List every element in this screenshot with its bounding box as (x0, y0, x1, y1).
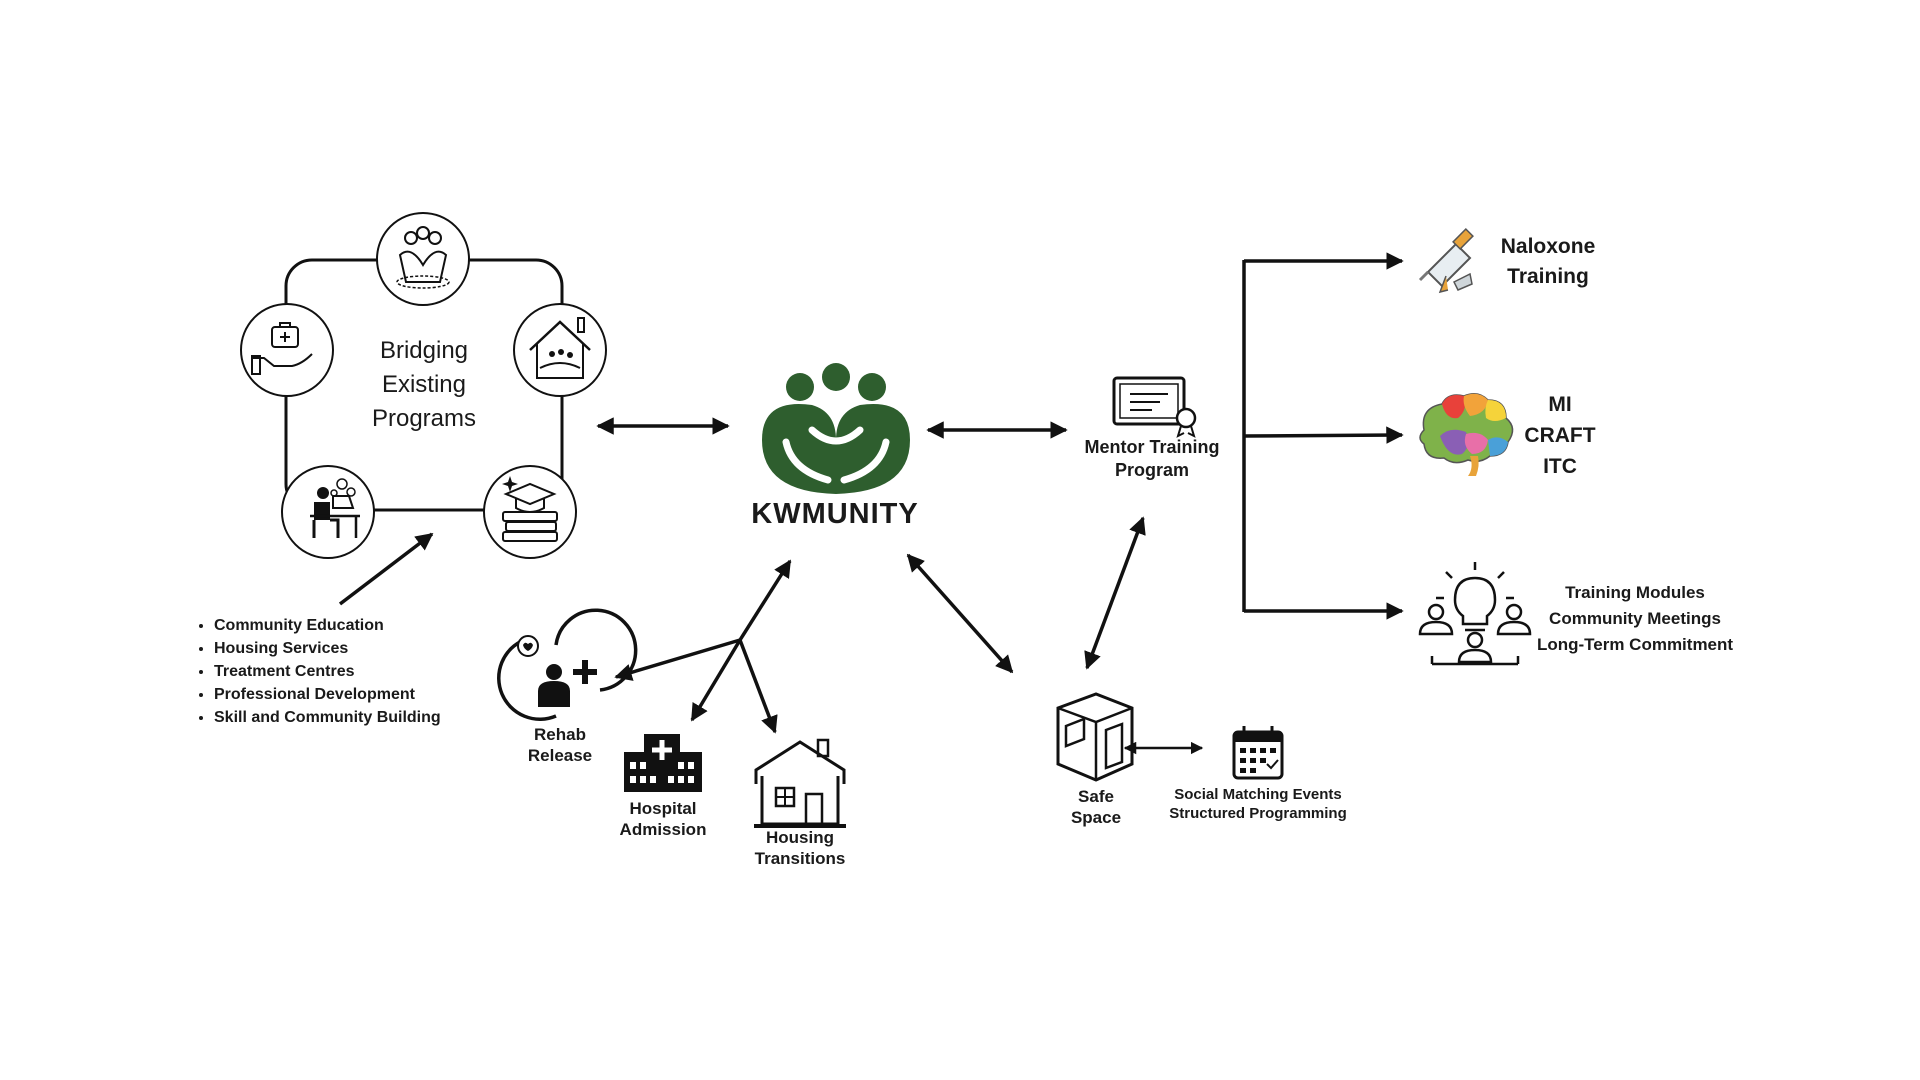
label-line: Release (527, 746, 593, 766)
arrow-branch-rehab (614, 638, 741, 681)
list-item: Housing Services (214, 637, 441, 660)
hub-title-line: Existing (381, 371, 467, 398)
arrow-mentor-safe (1084, 516, 1146, 670)
mentor-training-label: Mentor Training Program (1072, 436, 1232, 481)
naloxone-syringe-icon (1418, 228, 1474, 294)
label-line: Structured Programming (1169, 804, 1347, 822)
line-branch-center (738, 559, 792, 641)
label-line: Program (1114, 459, 1190, 480)
label-line: Naloxone (1500, 235, 1596, 258)
label-line: Training Modules (1565, 583, 1705, 602)
hub-title-line: Bridging (379, 337, 469, 364)
arrow-branch-housing (738, 639, 778, 734)
list-item: Treatment Centres (214, 660, 441, 683)
list-item: Skill and Community Building (214, 706, 441, 729)
list-item: Community Education (214, 614, 441, 637)
house-icon (754, 738, 846, 828)
house-family-icon (513, 303, 607, 397)
label-line: Hospital (629, 799, 697, 818)
label-line: ITC (1543, 455, 1577, 478)
label-line: Admission (619, 820, 707, 840)
rehab-person-icon (497, 608, 638, 721)
label-line: Training (1507, 265, 1589, 288)
label-line: Long-Term Commitment (1536, 635, 1734, 654)
cube-room-icon (1056, 692, 1134, 782)
arrow-branch-hospital (690, 639, 742, 722)
arrow-to-mi-craft (1243, 426, 1404, 444)
brand-name: KWMUNITY (751, 498, 919, 530)
rehab-release-label: Rehab Release (510, 724, 610, 767)
hub-title: Bridging Existing Programs (340, 334, 508, 436)
mi-craft-itc-label: MI CRAFT ITC (1510, 389, 1610, 482)
education-books-icon (483, 465, 577, 559)
training-modules-label: Training Modules Community Meetings Long… (1520, 580, 1750, 658)
program-list: Community Education Housing Services Tre… (196, 614, 441, 729)
label-line: Rehab (534, 725, 586, 744)
community-group-icon (376, 212, 470, 306)
calendar-icon (1232, 726, 1284, 780)
arrow-bullets-hub (338, 532, 434, 606)
certificate-icon (1112, 376, 1197, 438)
label-line: Mentor Training (1084, 437, 1220, 457)
care-hand-icon (240, 303, 334, 397)
meeting-idea-icon (1418, 562, 1532, 666)
label-line: Transitions (754, 849, 846, 869)
safe-space-detail: Social Matching Events Structured Progra… (1148, 786, 1368, 824)
label-line: CRAFT (1524, 424, 1596, 447)
hospital-icon (624, 734, 702, 792)
label-line: Housing (766, 828, 834, 847)
label-line: Social Matching Events (1174, 786, 1342, 803)
label-line: Safe (1078, 787, 1114, 806)
arrow-center-safe (906, 553, 1014, 674)
label-line: Space (1070, 808, 1122, 828)
remote-worker-icon (281, 465, 375, 559)
hub-title-line: Programs (371, 405, 477, 432)
label-line: MI (1548, 393, 1572, 416)
hospital-admission-label: Hospital Admission (608, 798, 718, 841)
kwmunity-logo-icon (762, 363, 910, 494)
brain-icon (1419, 393, 1514, 476)
safe-space-label: Safe Space (1046, 786, 1146, 829)
label-line: Community Meetings (1549, 609, 1721, 628)
list-item: Professional Development (214, 683, 441, 706)
naloxone-training-label: Naloxone Training (1486, 232, 1610, 292)
housing-transitions-label: Housing Transitions (744, 827, 856, 870)
